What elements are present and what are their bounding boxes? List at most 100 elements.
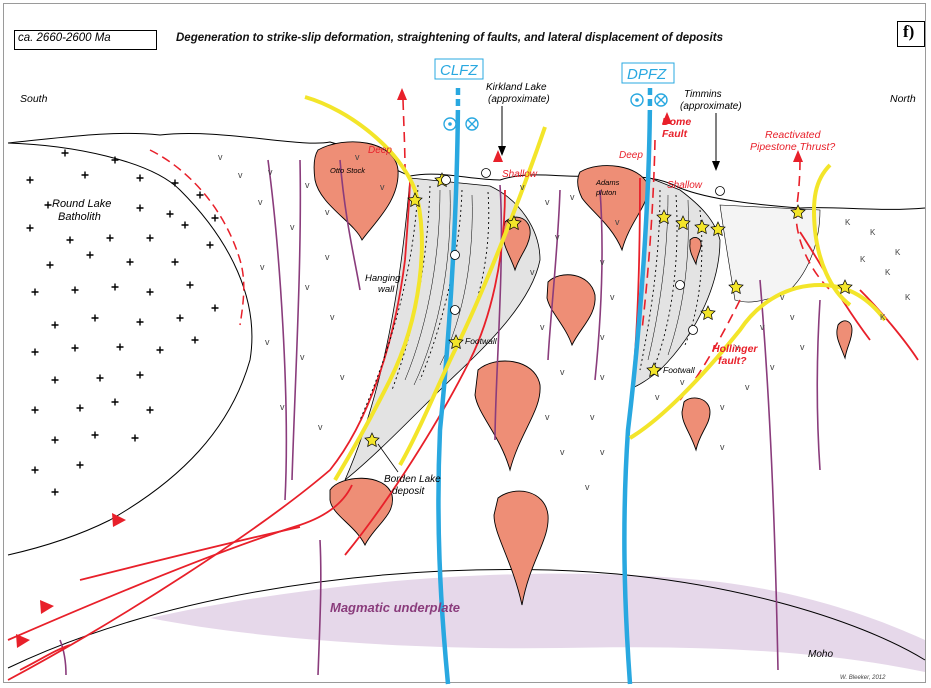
k-mark: K xyxy=(845,218,851,227)
volcanic-mark: v xyxy=(800,342,805,352)
round-lake-label: Round Lake xyxy=(52,198,111,210)
batholith-cross xyxy=(92,432,99,439)
volcanic-mark: v xyxy=(355,152,360,162)
batholith-cross xyxy=(52,377,59,384)
adams-pluton-label: pluton xyxy=(595,188,616,197)
batholith-cross xyxy=(32,407,39,414)
volcanic-mark: v xyxy=(720,402,725,412)
batholith-cross xyxy=(97,375,104,382)
batholith-cross xyxy=(62,150,69,157)
footwall-left-label: Footwall xyxy=(465,336,498,346)
batholith-cross xyxy=(32,467,39,474)
volcanic-mark: v xyxy=(610,292,615,302)
batholith-cross xyxy=(32,289,39,296)
batholith-cross xyxy=(107,235,114,242)
batholith-cross xyxy=(45,202,52,209)
volcanic-mark: v xyxy=(330,312,335,322)
volcanic-mark: v xyxy=(290,222,295,232)
volcanic-mark: v xyxy=(770,362,775,372)
volcanic-mark: v xyxy=(325,252,330,262)
volcanic-mark: v xyxy=(555,232,560,242)
batholith-cross xyxy=(207,242,214,249)
k-mark: K xyxy=(895,248,901,257)
batholith-cross xyxy=(72,345,79,352)
volcanic-mark: v xyxy=(545,412,550,422)
batholith-label: Batholith xyxy=(58,211,101,223)
adams-label: Adams xyxy=(595,178,620,187)
volcanic-mark: v xyxy=(305,282,310,292)
hollinger-label-1: Hollinger xyxy=(712,343,758,355)
volcanic-mark: v xyxy=(305,180,310,190)
batholith-cross xyxy=(147,407,154,414)
timmins-label: Timmins xyxy=(684,89,722,100)
volcanic-mark: v xyxy=(268,167,273,177)
hanging-wall-label-2: wall xyxy=(378,284,395,295)
batholith-cross xyxy=(147,235,154,242)
volcanic-mark: v xyxy=(560,367,565,377)
borden-label-2: deposit xyxy=(392,486,425,497)
batholith-cross xyxy=(77,405,84,412)
batholith-cross xyxy=(112,284,119,291)
batholith-cross xyxy=(212,305,219,312)
footwall-right-label: Footwall xyxy=(663,365,696,375)
volcanic-mark: v xyxy=(530,267,535,277)
batholith-cross xyxy=(127,259,134,266)
k-mark: K xyxy=(880,313,886,322)
pipestone-label-2: Pipestone Thrust? xyxy=(750,141,835,153)
deep-left-label: Deep xyxy=(368,145,392,156)
south-label: South xyxy=(20,93,48,105)
volcanic-mark: v xyxy=(545,197,550,207)
credit-label: W. Bleeker, 2012 xyxy=(840,675,886,681)
shallow-right-label: Shallow xyxy=(667,180,703,191)
timmins-approx-label: (approximate) xyxy=(680,101,742,112)
volcanic-mark: v xyxy=(790,312,795,322)
batholith-cross xyxy=(197,192,204,199)
volcanic-mark: v xyxy=(340,372,345,382)
batholith-cross xyxy=(137,205,144,212)
borden-leader xyxy=(378,444,398,472)
volcanic-mark: v xyxy=(520,182,525,192)
moho-label: Moho xyxy=(808,649,833,660)
volcanic-mark: v xyxy=(318,422,323,432)
pluton-right-1 xyxy=(682,398,710,450)
batholith-cross xyxy=(172,259,179,266)
batholith-cross xyxy=(87,252,94,259)
batholith-cross xyxy=(52,437,59,444)
batholith-cross xyxy=(32,349,39,356)
volcanic-mark: v xyxy=(585,482,590,492)
batholith-cross xyxy=(147,289,154,296)
volcanic-mark: v xyxy=(655,392,660,402)
volcanic-mark: v xyxy=(540,322,545,332)
batholith-cross xyxy=(52,489,59,496)
pluton-mid-2 xyxy=(475,361,540,470)
borden-label-1: Borden Lake xyxy=(384,474,441,485)
k-mark: K xyxy=(860,255,866,264)
figure-title: Degeneration to strike-slip deformation,… xyxy=(176,32,723,44)
volcanic-mark: v xyxy=(560,447,565,457)
dpfz-label: DPFZ xyxy=(627,66,667,83)
batholith-cross xyxy=(157,347,164,354)
otto-stock-label: Otto Stock xyxy=(330,166,366,175)
batholith-cross xyxy=(182,222,189,229)
volcanic-mark: v xyxy=(780,292,785,302)
north-label: North xyxy=(890,93,916,105)
volcanic-mark: v xyxy=(600,257,605,267)
batholith-cross xyxy=(27,225,34,232)
volcanic-mark: v xyxy=(720,442,725,452)
batholith-cross xyxy=(137,372,144,379)
batholith-cross xyxy=(52,322,59,329)
batholith-cross xyxy=(167,211,174,218)
batholith-cross xyxy=(117,344,124,351)
volcanic-mark: v xyxy=(600,447,605,457)
panel-letter: f) xyxy=(903,22,914,42)
batholith-cross xyxy=(212,215,219,222)
deep-right-label: Deep xyxy=(619,150,643,161)
kirkland-approx-label: (approximate) xyxy=(488,94,550,105)
batholith-cross xyxy=(82,172,89,179)
volcanic-mark: v xyxy=(570,192,575,202)
volcanic-mark: v xyxy=(760,322,765,332)
dome-fault-label: Fault xyxy=(662,128,688,140)
k-mark: K xyxy=(870,228,876,237)
volcanic-mark: v xyxy=(380,182,385,192)
